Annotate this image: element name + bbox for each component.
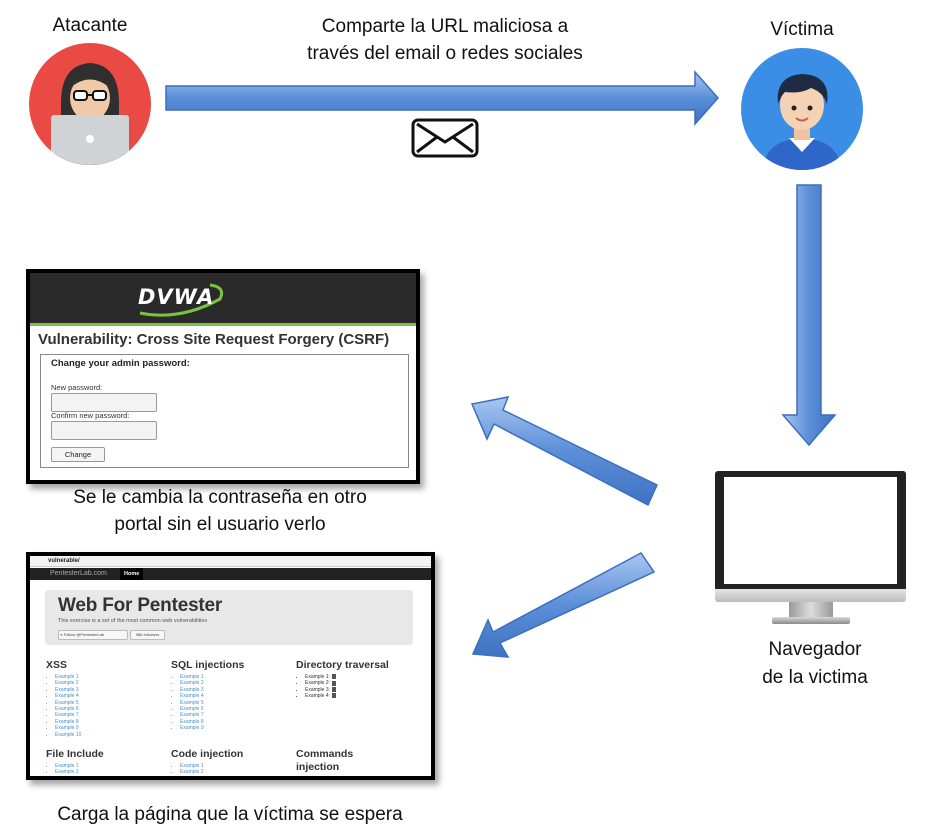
section-commands-injection: Commands injection (296, 748, 396, 774)
list-item[interactable]: Example 8 (180, 719, 291, 725)
section-title: Code injection (171, 748, 244, 760)
section-file-include: File Include Example 1 Example 2 (46, 748, 166, 776)
pentester-hero-title: Web For Pentester (58, 595, 223, 616)
monitor-chin (715, 589, 906, 602)
monitor-stand (789, 602, 833, 618)
section-directory-traversal: Directory traversal Example 1: Example 2… (296, 659, 416, 700)
share-message-line1: Comparte la URL maliciosa a (321, 16, 569, 37)
dvwa-page-title: Vulnerability: Cross Site Request Forger… (38, 331, 390, 348)
pentester-nav-home[interactable]: Home (120, 568, 144, 580)
pentester-brand: PentesterLab.com (50, 570, 107, 577)
list-item[interactable]: Example 3 (55, 687, 166, 693)
arrow-browser-to-dvwa (470, 396, 658, 507)
pentester-url-bar: vulnerable/ (30, 556, 431, 567)
new-password-label: New password: (51, 383, 103, 392)
hacker-avatar-icon (29, 43, 151, 165)
section-title: SQL injections (171, 659, 245, 671)
monitor-screen (724, 477, 897, 584)
attacker-label: Atacante (52, 15, 128, 36)
list-item-label: Example 4: (305, 693, 331, 700)
change-button[interactable]: Change (51, 447, 105, 462)
file-icon (332, 693, 337, 699)
list-item[interactable]: Example 5 (55, 700, 166, 706)
pentester-navbar: PentesterLab.com Home (30, 568, 431, 580)
section-xss: XSS Example 1 Example 2 Example 3 Exampl… (46, 659, 166, 738)
list-item[interactable]: Example 2 (180, 680, 291, 686)
pentester-screenshot: vulnerable/ PentesterLab.com Home Web Fo… (26, 552, 435, 780)
list-item[interactable]: Example 2 (55, 769, 166, 775)
file-icon (332, 686, 337, 692)
list-item[interactable]: Example 9 (55, 725, 166, 731)
dvwa-password-form: Change your admin password: New password… (40, 354, 409, 468)
list-item-label: Example 3: (305, 686, 331, 693)
list-item[interactable]: Example 4 (55, 693, 166, 699)
victim-label: Víctima (770, 19, 834, 40)
list-item[interactable]: Example 7 (180, 712, 291, 718)
list-item[interactable]: Example 8 (55, 719, 166, 725)
arrow-victim-to-browser (781, 184, 837, 447)
list-item[interactable]: Example 3 (180, 687, 291, 693)
browser-label-line1: Navegador (768, 639, 862, 660)
list-item[interactable]: Example 1 (55, 763, 166, 769)
list-item[interactable]: Example 4 (180, 693, 291, 699)
load-caption: Carga la página que la víctima se espera (57, 804, 403, 825)
browser-label-line2: de la victima (762, 667, 868, 688)
list-item[interactable]: Example 7 (55, 712, 166, 718)
dvwa-logo: DVWA (138, 285, 215, 309)
list-item[interactable]: Example 1: (305, 674, 416, 680)
follow-button[interactable]: ● Follow @PentesterLab (58, 630, 128, 640)
list-item[interactable]: Example 1 (55, 674, 166, 680)
list-item[interactable]: Example 6 (55, 706, 166, 712)
dvwa-header: DVWA (30, 273, 416, 326)
user-avatar-icon (741, 48, 863, 170)
new-password-input[interactable] (51, 393, 157, 412)
section-title: XSS (46, 659, 68, 671)
dvwa-csrf-screenshot: DVWA Vulnerability: Cross Site Request F… (26, 269, 420, 484)
share-message-line2: través del email o redes sociales (307, 43, 583, 64)
arrow-browser-to-pentester (471, 552, 656, 658)
pentester-url: vulnerable/ (48, 558, 80, 564)
followers-count: 986 followers (130, 630, 165, 640)
list-item-label: Example 1: (305, 674, 331, 680)
section-code-injection: Code injection Example 1 Example 2 (171, 748, 291, 776)
list-item[interactable]: Example 3: (305, 687, 416, 693)
list-item[interactable]: Example 4: (305, 693, 416, 699)
list-item-label: Example 2: (305, 680, 331, 687)
section-title: Commands injection (296, 748, 354, 773)
confirm-password-input[interactable] (51, 421, 157, 440)
list-item[interactable]: Example 6 (180, 706, 291, 712)
list-item[interactable]: Example 10 (55, 732, 166, 738)
section-title: File Include (46, 748, 104, 760)
file-icon (332, 674, 337, 680)
list-item[interactable]: Example 9 (180, 725, 291, 731)
pentester-hero: Web For Pentester This exercise is a set… (45, 590, 413, 645)
confirm-password-label: Confirm new password: (51, 411, 130, 420)
list-item[interactable]: Example 1 (180, 763, 291, 769)
csrf-caption-line2: portal sin el usuario verlo (114, 514, 326, 535)
follow-button-label: Follow @PentesterLab (63, 632, 105, 637)
dvwa-form-title: Change your admin password: (51, 358, 190, 369)
list-item[interactable]: Example 1 (180, 674, 291, 680)
envelope-icon (411, 118, 479, 158)
list-item[interactable]: Example 2 (180, 769, 291, 775)
file-icon (332, 680, 337, 686)
arrow-attacker-to-victim (165, 70, 720, 126)
csrf-caption-line1: Se le cambia la contraseña en otro (73, 487, 367, 508)
monitor-base (772, 617, 850, 624)
list-item[interactable]: Example 2: (305, 680, 416, 686)
section-title: Directory traversal (296, 659, 389, 671)
list-item[interactable]: Example 2 (55, 680, 166, 686)
pentester-hero-subtitle: This exercise is a set of the most commo… (58, 618, 208, 624)
list-item[interactable]: Example 5 (180, 700, 291, 706)
section-sql-injections: SQL injections Example 1 Example 2 Examp… (171, 659, 291, 732)
